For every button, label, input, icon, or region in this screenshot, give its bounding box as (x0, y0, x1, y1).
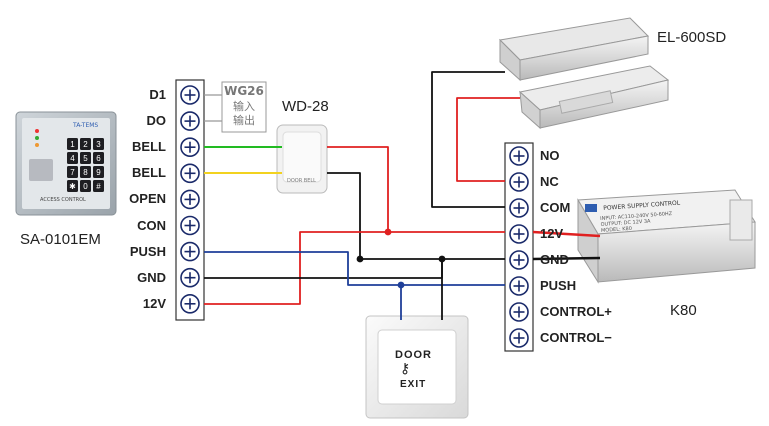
terminal-label-bell-1: BELL (132, 139, 166, 154)
terminal-screw-icon (509, 198, 529, 218)
terminal-label-com: COM (540, 200, 571, 215)
bell-wire-black (327, 172, 361, 259)
gnd-wire (204, 258, 505, 279)
terminal-screw-icon (509, 276, 529, 296)
terminal-screw-icon (180, 137, 200, 157)
junction-dot (438, 255, 446, 263)
terminal-screw-icon (180, 293, 200, 314)
terminal-label-d1: D1 (149, 87, 166, 102)
12v-wire (204, 231, 505, 305)
exit-button-line2: EXIT (400, 379, 427, 390)
power-supply-label: K80 (670, 302, 697, 319)
svg-text:7: 7 (70, 168, 75, 177)
exit-button-device (365, 315, 469, 419)
terminal-label-control-minus: CONTROL− (540, 330, 612, 345)
terminal-screw-icon (180, 189, 200, 210)
bell-label: WD-28 (282, 98, 329, 115)
svg-text:9: 9 (96, 168, 101, 177)
terminal-label-control-plus: CONTROL+ (540, 304, 612, 319)
lock-wire-black (431, 71, 505, 208)
electric-lock-device (498, 17, 670, 130)
terminal-screw-icon (509, 146, 529, 166)
keypad-key: # (93, 180, 104, 192)
terminal-label-12v: 12V (142, 296, 166, 311)
lock-wire-red (456, 97, 520, 182)
keypad-key: 6 (93, 152, 104, 164)
wiegand-label: WG26 (224, 84, 264, 98)
terminal-label-do: DO (146, 113, 167, 128)
bell-caption: DOOR BELL (287, 178, 316, 184)
terminal-label-open: OPEN (129, 191, 166, 206)
keypad-key: ✱ (67, 180, 78, 192)
psu-wire-black (532, 256, 601, 261)
svg-text:3: 3 (96, 140, 101, 149)
svg-text:5: 5 (83, 154, 88, 163)
wiegand-box (221, 81, 267, 133)
keypad-key: 4 (67, 152, 78, 164)
terminal-label-push: PUSH (129, 244, 166, 259)
keypad-key: 7 (67, 166, 78, 178)
terminal-label-gnd: GND (137, 270, 166, 285)
exit-button-line1: DOOR (395, 349, 432, 361)
svg-text:6: 6 (96, 154, 101, 163)
junction-dot (384, 228, 392, 236)
terminal-screw-icon (180, 85, 200, 105)
keypad-label: SA-0101EM (20, 231, 101, 248)
keypad-key: 0 (80, 180, 91, 192)
terminal-label-con: CON (137, 218, 166, 233)
keypad-key: 1 (67, 138, 78, 150)
keypad-key: 9 (93, 166, 104, 178)
bell-wire-red (327, 146, 389, 232)
keypad-brand: TA-TEMS (73, 122, 99, 129)
keypad-key: 5 (80, 152, 91, 164)
svg-text:2: 2 (83, 140, 88, 149)
terminal-label-bell-2: BELL (132, 165, 166, 180)
svg-text:1: 1 (70, 140, 75, 149)
svg-text:✱: ✱ (69, 182, 76, 191)
key-icon: ⚷ (400, 361, 411, 377)
terminal-label-nc: NC (540, 174, 559, 189)
keypad-key: 8 (80, 166, 91, 178)
lock-label: EL-600SD (657, 29, 727, 46)
terminal-screw-icon (180, 267, 200, 288)
push-wire (204, 251, 505, 286)
terminal-screw-icon (180, 215, 200, 236)
psu-wire-red (532, 230, 601, 238)
keypad-key: 2 (80, 138, 91, 150)
keypad-caption: ACCESS CONTROL (40, 197, 86, 203)
terminal-label-gnd-psu: GND (540, 252, 569, 267)
junction-dot (356, 255, 364, 263)
junction-dot (397, 281, 405, 289)
terminal-label-no: NO (540, 148, 560, 163)
wiegand-input-label: 输入 (233, 100, 255, 113)
terminal-screw-icon (509, 328, 529, 348)
terminal-screw-icon (180, 111, 200, 131)
terminal-screw-icon (509, 250, 529, 270)
svg-text:#: # (96, 182, 101, 191)
keypad-key: 3 (93, 138, 104, 150)
svg-text:0: 0 (83, 182, 88, 191)
power-supply-device (577, 189, 756, 284)
door-bell-device (276, 124, 328, 194)
terminal-screw-icon (509, 172, 529, 192)
terminal-screw-icon (180, 241, 200, 262)
terminal-screw-icon (509, 224, 529, 244)
terminal-screw-icon (509, 302, 529, 322)
wiegand-output-label: 输出 (233, 114, 255, 127)
svg-text:4: 4 (70, 154, 75, 163)
svg-text:8: 8 (83, 168, 88, 177)
terminal-label-12v-psu: 12V (540, 226, 564, 241)
terminal-screw-icon (180, 163, 200, 184)
terminal-label-push-psu: PUSH (540, 278, 577, 293)
